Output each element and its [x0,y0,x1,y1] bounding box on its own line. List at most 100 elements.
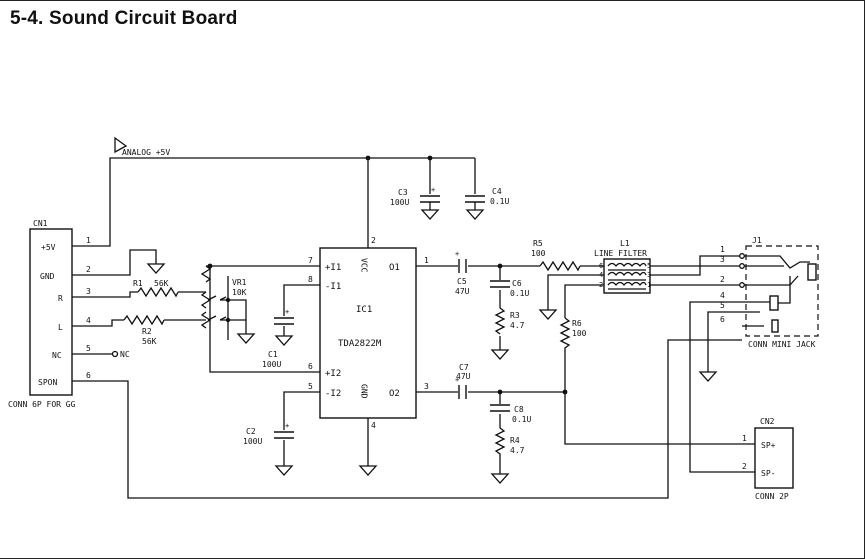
ic1-pin-vcc: VCC [360,258,369,273]
cn1-pin4-label: L [58,323,63,332]
r3-ref: R3 [510,311,520,320]
c1-polarity: + [285,308,289,316]
cn1-caption: CONN 6P FOR GG [8,400,76,409]
l1-name: LINE FILTER [594,249,647,258]
r4-value: 4.7 [510,446,525,455]
cn1-pin1-label: +5V [41,243,56,252]
capacitor-c3: + C3 100U [390,186,440,210]
c4-ref: C4 [492,187,502,196]
capacitor-c5: + C5 47U [455,250,470,296]
ic1-part: TDA2822M [338,339,382,349]
l1-pin-4: 4 [599,271,603,279]
r4-ref: R4 [510,436,520,445]
j1-pin-5: 5 [720,301,725,310]
c8-value: 0.1U [512,415,531,424]
c5-ref: C5 [457,277,467,286]
ic1-ref: IC1 [356,305,372,315]
ic1-pinnum-3: 3 [424,382,429,391]
resistor-r1: R1 56K [133,279,179,298]
ic1-pin-o2: O2 [389,389,400,399]
cn1-ref: CN1 [33,219,48,228]
l1-pin-2: 2 [599,281,603,289]
cn1-pin2-num: 2 [86,265,91,274]
c6-value: 0.1U [510,289,529,298]
r2-value: 56K [142,337,157,346]
c2-polarity: + [285,422,289,430]
vr1-value: 10K [232,288,247,297]
c3-polarity: + [431,186,435,194]
l1-pin-3: 3 [647,271,651,279]
ic1-pin-in2p: +I2 [325,369,341,379]
r2-ref: R2 [142,327,152,336]
ic1-pin-gnd: GND [360,384,369,399]
c3-value: 100U [390,198,409,207]
capacitor-c7: + C7 47U [455,363,471,399]
cn1-pin4-num: 4 [86,316,91,325]
page-title: 5-4. Sound Circuit Board [10,8,238,29]
jack-j1: J1 1 3 2 4 5 6 CONN MINI JACK [720,236,819,349]
cn2-caption: CONN 2P [755,492,789,501]
r3-value: 4.7 [510,321,525,330]
r6-value: 100 [572,329,587,338]
c4-value: 0.1U [490,197,509,206]
j1-caption: CONN MINI JACK [748,340,816,349]
r5-ref: R5 [533,239,543,248]
cn2-pin2-label: SP- [761,469,775,478]
c1-ref: C1 [268,350,278,359]
cn2-ref: CN2 [760,417,775,426]
r6-ref: R6 [572,319,582,328]
l1-ref: L1 [620,239,630,248]
l1-pin-1: 1 [647,281,651,289]
ic1-pinnum-8: 8 [308,275,313,284]
c1-value: 100U [262,360,281,369]
nc-open-terminal [111,350,119,358]
resistor-r5: R5 100 [531,239,581,272]
capacitor-c1: + C1 100U [262,308,294,369]
cn1-pin6-label: SPON [38,378,57,387]
capacitor-c6: C6 0.1U [490,279,529,298]
line-filter-l1: L1 LINE FILTER 6 4 2 5 3 1 [594,239,651,294]
connector-cn1: CN1 +5V GND R L NC SPON 1 2 3 4 5 6 NC C… [8,219,130,409]
c7-polarity: + [455,376,459,384]
cn1-pin6-num: 6 [86,371,91,380]
ic1-pin-in1n: -I1 [325,282,341,292]
nc-label: NC [120,350,130,359]
capacitor-c2: + C2 100U [243,422,294,446]
wires [90,157,770,499]
vr1-ref: VR1 [232,278,247,287]
cn1-pin3-label: R [58,294,63,303]
j1-pin-3: 3 [720,255,725,264]
c6-ref: C6 [512,279,522,288]
ic1-pinnum-1: 1 [424,256,429,265]
ic1-pinnum-5: 5 [308,382,313,391]
c7-ref: C7 [459,363,469,372]
resistor-r2: R2 56K [123,314,165,346]
ic1-pinnum-2: 2 [371,236,376,245]
c2-ref: C2 [246,427,256,436]
resistor-r4: R4 4.7 [494,427,525,458]
cn1-pin5-label: NC [52,351,62,360]
c5-polarity: + [455,250,459,258]
cn1-pin3-num: 3 [86,287,91,296]
j1-pin-6: 6 [720,315,725,324]
r1-value: 56K [154,279,169,288]
r1-ref: R1 [133,279,143,288]
potentiometer-vr1: VR1 10K [200,265,247,329]
j1-ref: J1 [752,236,762,245]
c7-value: 47U [456,372,471,381]
l1-pin-5: 5 [647,262,651,270]
analog-net-label: ANALOG +5V [114,136,170,157]
capacitor-c4: C4 0.1U [465,187,509,210]
r5-value: 100 [531,249,546,258]
c5-value: 47U [455,287,470,296]
ic1-pinnum-7: 7 [308,256,313,265]
cn2-pin1-label: SP+ [761,441,776,450]
junction-dots [207,155,568,395]
cn1-pin2-label: GND [40,272,55,281]
connector-cn2: CN2 SP+ SP- 1 2 CONN 2P [742,417,794,501]
c8-ref: C8 [514,405,524,414]
j1-pin-2: 2 [720,275,725,284]
resistor-r6: R6 100 [559,317,587,352]
ic-ic1: +I1 -I1 +I2 -I2 O1 O2 VCC GND IC1 TDA282… [308,236,429,430]
ic1-pinnum-4: 4 [371,421,376,430]
